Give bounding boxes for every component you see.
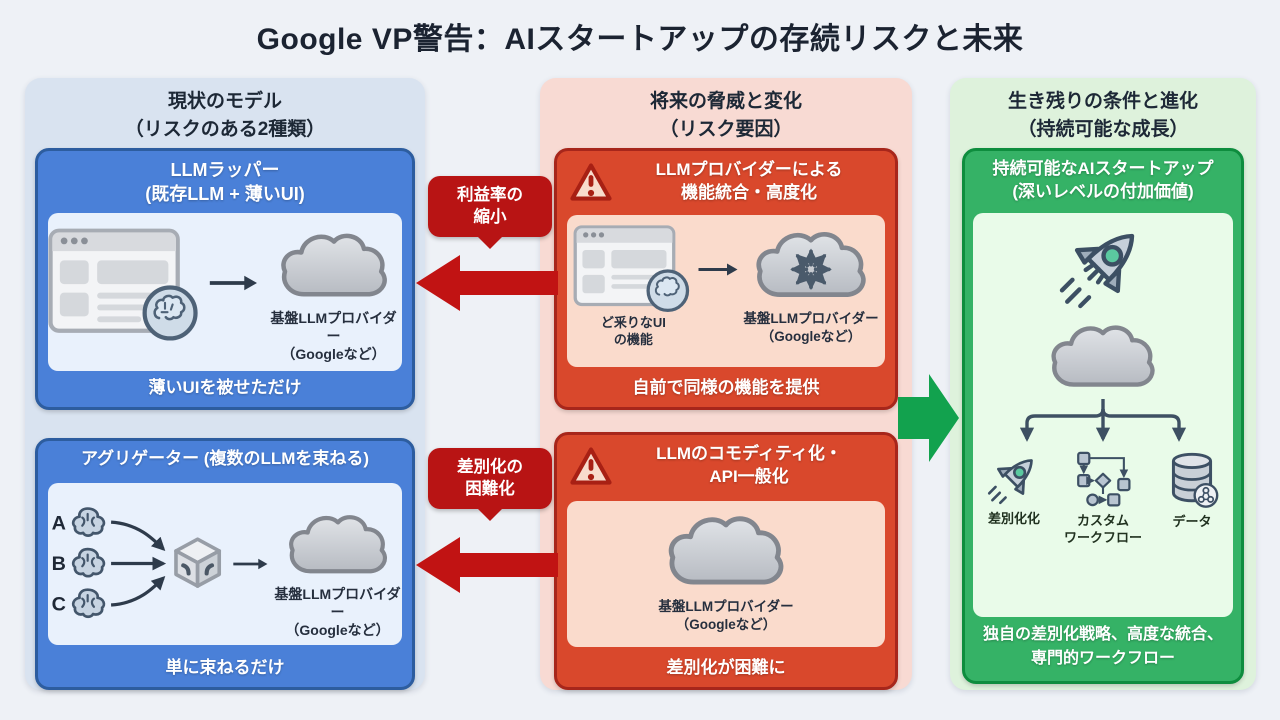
network-icon (1193, 482, 1219, 508)
model-a-label: A (52, 512, 66, 534)
differentiation-difficulty-bubble: 差別化の 困難化 (428, 448, 552, 509)
survival-column: 生き残りの条件と進化 （持続可能な成長） 持続可能なAIスタートアップ (深いレ… (950, 78, 1256, 690)
survival-header: 生き残りの条件と進化 （持続可能な成長） (950, 88, 1256, 143)
sustainable-title: 持続可能なAIスタートアップ (深いレベルの付加価値) (992, 159, 1214, 201)
item-label: 差別化化 (987, 511, 1040, 526)
cube-icon (174, 537, 222, 588)
brain-icon (71, 507, 106, 537)
red-arrow-left-icon (416, 255, 558, 311)
flowchart-icon (1077, 451, 1131, 507)
header-line: 将来の脅威と変化 (649, 91, 802, 112)
cloud-icon (668, 516, 784, 585)
llm-wrapper-footer: 薄いUIを被せただけ (148, 378, 302, 397)
brain-icon (142, 285, 198, 341)
cloud-icon (280, 233, 387, 297)
integration-title: LLMプロバイダーによる 機能統合・高度化 (655, 160, 843, 202)
header-line: （リスクのある2種類） (124, 118, 326, 140)
current-models-column: 現状のモデル （リスクのある2種類） LLMラッパー (既存LLM + 薄いUI… (25, 78, 425, 690)
browser-window-icon (573, 225, 690, 313)
page-title: Google VP警告：AIスタートアップの存続リスクと未来 (256, 23, 1024, 56)
llm-wrapper-box: LLMラッパー (既存LLM + 薄いUI) (35, 148, 415, 410)
header-line: 現状のモデル (167, 91, 282, 112)
provider-label: 基盤LLMプロバイダー （Googleなど） (743, 311, 879, 344)
header-line: 生き残りの条件と進化 (1007, 91, 1198, 112)
commodity-footer: 差別化が困難に (666, 658, 786, 677)
llm-wrapper-panel: 基盤LLMプロバイダー （Googleなど） (48, 213, 402, 371)
margin-shrink-bubble: 利益率の 縮小 (428, 176, 552, 237)
ui-feature-label: ど釆りなUI の機能 (600, 315, 666, 347)
cloud-icon (1051, 325, 1155, 387)
integration-panel: ど釆りなUI の機能 (567, 215, 885, 367)
provider-label: 基盤LLMプロバイダー （Googleなど） (274, 586, 401, 639)
item-label: カスタム ワークフロー (1063, 513, 1142, 545)
commodity-panel: 基盤LLMプロバイダー （Googleなど） (567, 501, 885, 647)
warning-icon (570, 447, 612, 485)
arrow-right-icon (698, 263, 738, 276)
integration-threat-box: LLMプロバイダーによる 機能統合・高度化 (554, 148, 898, 410)
aggregator-title: アグリゲーター (複数のLLMを束ねる) (80, 449, 370, 468)
brain-icon (646, 269, 690, 313)
data-item: データ (1151, 449, 1233, 547)
brain-icon (71, 588, 106, 619)
arrow-right-icon (210, 275, 258, 291)
cloud-expand-icon (756, 232, 866, 297)
commodity-threat-box: LLMのコモディティ化・ API一般化 基盤LLMプロバイダー （Googleな… (554, 432, 898, 690)
llm-wrapper-title: LLMラッパー (既存LLM + 薄いUI) (145, 160, 305, 205)
custom-workflow-item: カスタム ワークフロー (1062, 449, 1144, 547)
aggregator-footer: 単に束ねるだけ (165, 658, 285, 677)
sustainable-startup-box: 持続可能なAIスタートアップ (深いレベルの付加価値) (962, 148, 1244, 684)
aggregated-models-graphic: A B C (52, 507, 222, 619)
future-threats-header: 将来の脅威と変化 （リスク要因） (540, 88, 912, 143)
sustainable-panel: 差別化化 (973, 213, 1233, 617)
integration-footer: 自前で同様の機能を提供 (632, 378, 820, 397)
warning-icon (570, 163, 612, 201)
database-icon (1171, 452, 1219, 508)
header-line: （持続可能な成長） (1017, 118, 1189, 140)
provider-label: 基盤LLMプロバイダー （Googleなど） (658, 599, 794, 632)
provider-label: 基盤LLMプロバイダー （Googleなど） (270, 310, 397, 363)
cloud-icon (288, 515, 387, 574)
sustainable-footer: 独自の差別化戦略、高度な統合、専門的ワークフロー (982, 626, 1223, 667)
aggregator-box: アグリゲーター (複数のLLMを束ねる) A B C (35, 438, 415, 690)
model-b-label: B (52, 553, 66, 575)
future-threats-column: 将来の脅威と変化 （リスク要因） LLMプロバイダーによる 機能統合・高度化 (540, 78, 912, 690)
brain-icon (71, 547, 106, 578)
item-label: データ (1172, 514, 1212, 529)
rocket-icon (987, 459, 1033, 505)
aggregator-panel: A B C (48, 483, 402, 645)
browser-window-icon (48, 228, 198, 341)
red-arrow-left-icon (416, 537, 558, 593)
header-line: （リスク要因） (659, 118, 793, 140)
arrow-right-icon (233, 558, 268, 570)
model-c-label: C (52, 593, 66, 615)
green-arrow-right-icon (898, 374, 959, 462)
current-models-header: 現状のモデル （リスクのある2種類） (25, 88, 425, 143)
commodity-title: LLMのコモディティ化・ API一般化 (656, 444, 842, 486)
rocket-icon (1059, 233, 1135, 309)
branch-arrows (1019, 399, 1187, 442)
converging-arrows (110, 520, 167, 607)
differentiation-item: 差別化化 (973, 449, 1055, 547)
